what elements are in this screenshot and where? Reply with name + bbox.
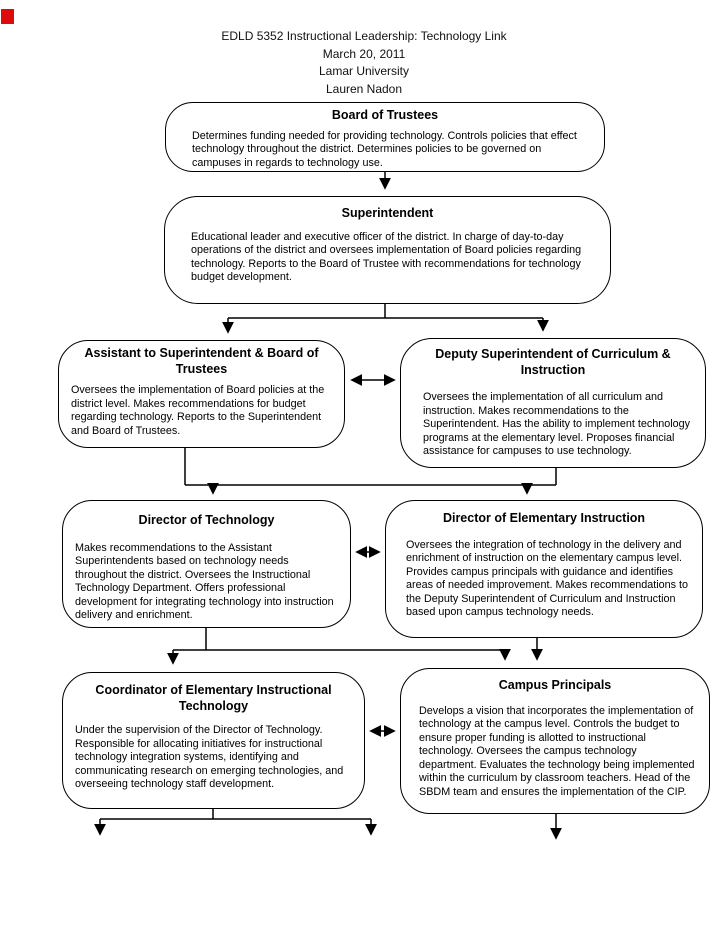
header-course-title: EDLD 5352 Instructional Leadership: Tech… (221, 29, 507, 43)
node-title: Superintendent (341, 206, 434, 220)
node-body: Develops a vision that incorporates the … (419, 704, 695, 798)
node-body: Educational leader and executive officer… (191, 230, 582, 284)
org-node-deputy-superintendent: Deputy Superintendent of Curriculum & In… (400, 338, 706, 468)
node-body: Makes recommendations to the Assistant S… (75, 541, 334, 622)
org-node-director-of-elementary-instruction: Director of Elementary Instruction Overs… (385, 500, 703, 638)
node-title: Assistant to Superintendent & Board of T… (84, 346, 319, 376)
document-header: EDLD 5352 Instructional Leadership: Tech… (0, 28, 728, 98)
node-body: Oversees the implementation of all curri… (423, 391, 691, 457)
header-author: Lauren Nadon (325, 81, 403, 96)
header-date: March 20, 2011 (322, 46, 406, 61)
node-body: Oversees the integration of technology i… (406, 538, 689, 619)
node-title: Coordinator of Elementary Instructional … (95, 683, 332, 713)
org-node-campus-principals: Campus Principals Develops a vision that… (400, 668, 710, 814)
node-title: Director of Elementary Instruction (442, 511, 646, 525)
org-node-board-of-trustees: Board of Trustees Determines funding nee… (165, 102, 605, 172)
org-node-assistant-superintendent: Assistant to Superintendent & Board of T… (58, 340, 345, 448)
org-node-coordinator-instructional-technology: Coordinator of Elementary Instructional … (62, 672, 365, 809)
node-title: Board of Trustees (331, 108, 439, 122)
node-title: Deputy Superintendent of Curriculum & In… (435, 347, 671, 377)
node-title: Campus Principals (498, 678, 612, 692)
node-title: Director of Technology (138, 513, 275, 527)
node-body: Under the supervision of the Director of… (75, 724, 344, 790)
org-node-director-of-technology: Director of Technology Makes recommendat… (62, 500, 351, 628)
header-university: Lamar University (318, 64, 410, 78)
node-body: Determines funding needed for providing … (192, 129, 577, 169)
org-node-superintendent: Superintendent Educational leader and ex… (164, 196, 611, 304)
red-square-marker (1, 9, 14, 24)
node-body: Oversees the implementation of Board pol… (71, 384, 325, 437)
